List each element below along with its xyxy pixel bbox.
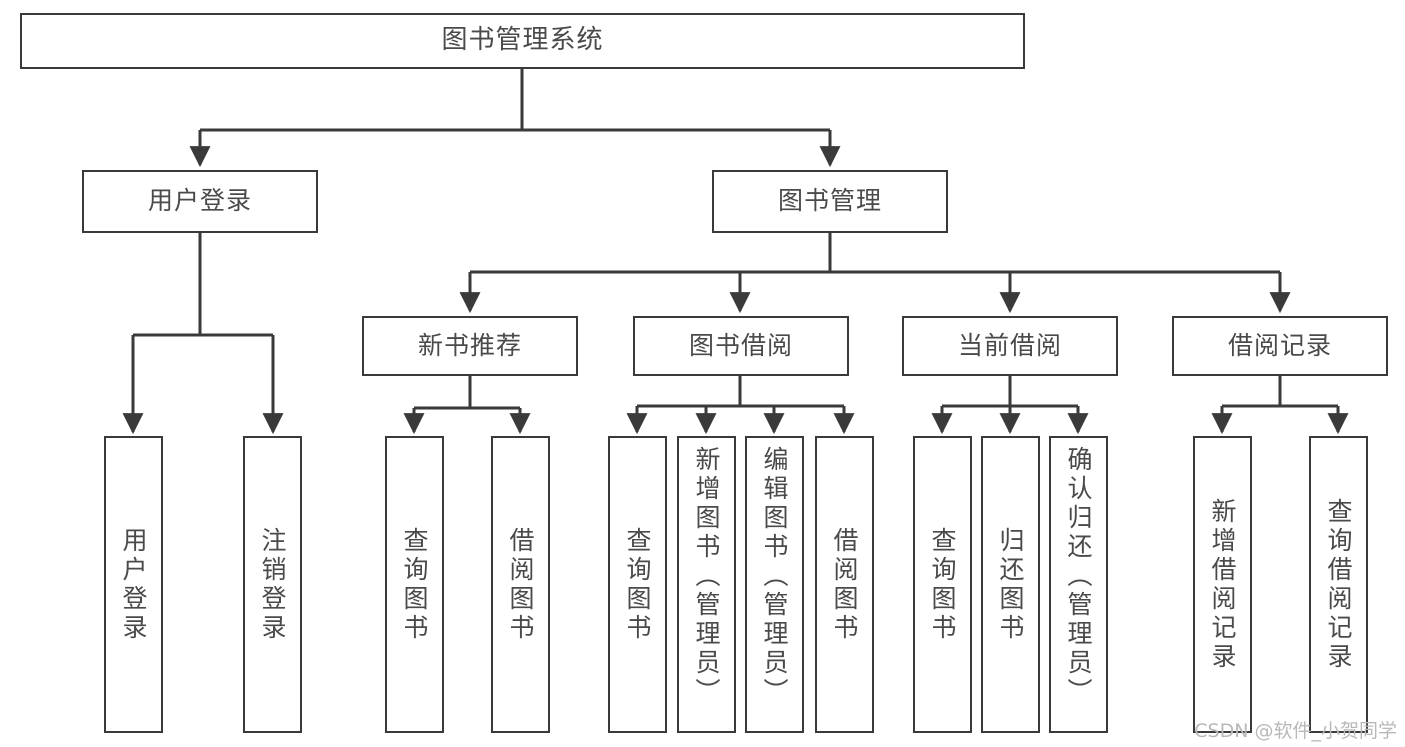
leaf-query-books-borrow[interactable]: 查询图书 xyxy=(608,436,667,733)
node-book-management[interactable]: 图书管理 xyxy=(712,170,948,233)
node-book-management-label: 图书管理 xyxy=(777,186,882,216)
leaf-add-book-admin[interactable]: 新增图书（管理员） xyxy=(677,436,736,733)
leaf-query-borrow-record[interactable]: 查询借阅记录 xyxy=(1309,436,1368,733)
leaf-edit-book-admin-label: 编辑图书（管理员） xyxy=(760,446,789,707)
leaf-query-books-current[interactable]: 查询图书 xyxy=(913,436,972,733)
node-current-borrow-label: 当前借阅 xyxy=(957,330,1062,360)
leaf-query-books-current-label: 查询图书 xyxy=(928,526,957,643)
node-book-borrow-label: 图书借阅 xyxy=(688,330,793,360)
node-new-book-recommend-label: 新书推荐 xyxy=(417,330,522,360)
node-user-login-label: 用户登录 xyxy=(147,186,252,216)
leaf-return-books-label: 归还图书 xyxy=(996,526,1025,643)
leaf-query-borrow-record-label: 查询借阅记录 xyxy=(1324,497,1353,672)
leaf-add-borrow-record[interactable]: 新增借阅记录 xyxy=(1193,436,1252,733)
leaf-borrow-books-borrow-label: 借阅图书 xyxy=(830,526,859,643)
leaf-query-books-newbook-label: 查询图书 xyxy=(400,526,429,643)
node-root-label: 图书管理系统 xyxy=(441,25,604,56)
node-new-book-recommend[interactable]: 新书推荐 xyxy=(362,316,578,376)
node-user-login[interactable]: 用户登录 xyxy=(82,170,318,233)
leaf-logout-label: 注销登录 xyxy=(258,526,287,643)
node-borrow-records-label: 借阅记录 xyxy=(1227,330,1332,360)
node-root[interactable]: 图书管理系统 xyxy=(20,13,1025,69)
leaf-user-login-label: 用户登录 xyxy=(119,526,148,643)
leaf-add-book-admin-label: 新增图书（管理员） xyxy=(692,446,721,707)
node-current-borrow[interactable]: 当前借阅 xyxy=(902,316,1118,376)
leaf-borrow-books-borrow[interactable]: 借阅图书 xyxy=(815,436,874,733)
leaf-add-borrow-record-label: 新增借阅记录 xyxy=(1208,497,1237,672)
leaf-borrow-books-newbook-label: 借阅图书 xyxy=(506,526,535,643)
node-borrow-records[interactable]: 借阅记录 xyxy=(1172,316,1388,376)
node-book-borrow[interactable]: 图书借阅 xyxy=(633,316,849,376)
leaf-edit-book-admin[interactable]: 编辑图书（管理员） xyxy=(745,436,804,733)
leaf-query-books-newbook[interactable]: 查询图书 xyxy=(385,436,444,733)
leaf-user-login[interactable]: 用户登录 xyxy=(104,436,163,733)
leaf-borrow-books-newbook[interactable]: 借阅图书 xyxy=(491,436,550,733)
leaf-confirm-return-admin[interactable]: 确认归还（管理员） xyxy=(1049,436,1108,733)
leaf-logout[interactable]: 注销登录 xyxy=(243,436,302,733)
leaf-query-books-borrow-label: 查询图书 xyxy=(623,526,652,643)
leaf-return-books[interactable]: 归还图书 xyxy=(981,436,1040,733)
leaf-confirm-return-admin-label: 确认归还（管理员） xyxy=(1064,446,1093,707)
